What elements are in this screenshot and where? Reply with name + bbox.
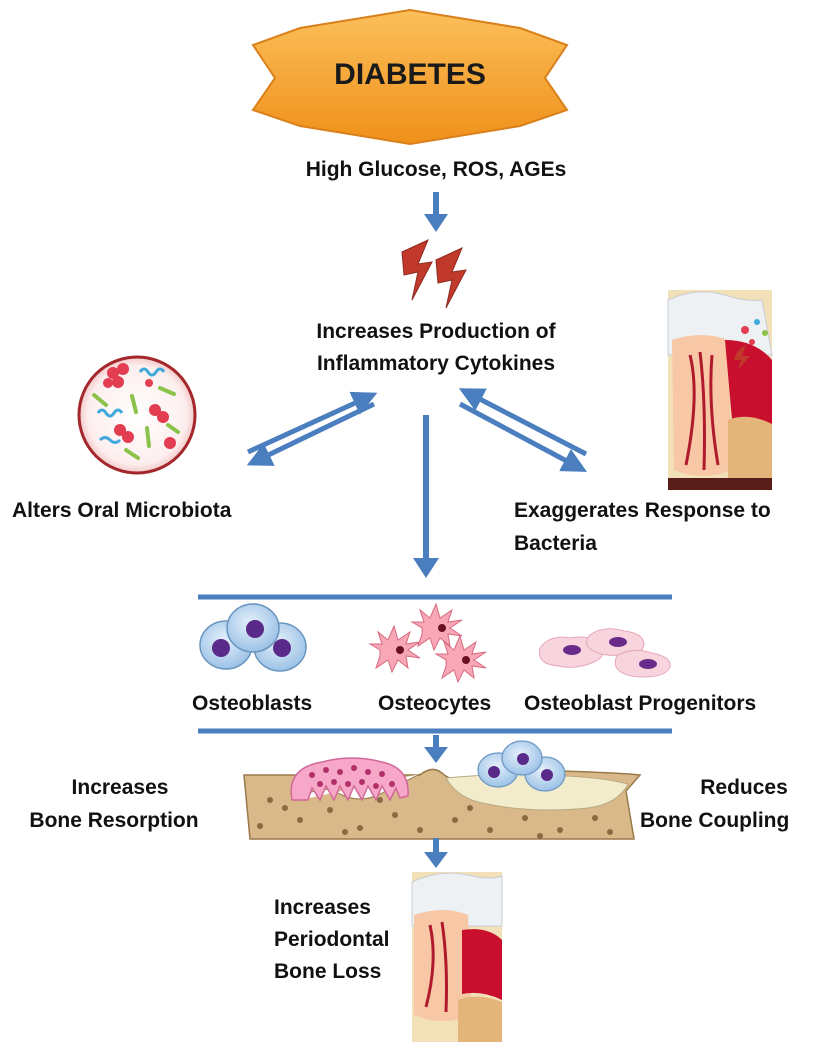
resorption-label-line1: Increases (71, 776, 169, 799)
arrow-cells-to-bone (424, 735, 448, 763)
osteoblast-lining-icon (477, 740, 566, 792)
arrows-cytokines-bacteria (458, 388, 588, 472)
arrow-causes-to-cytokines (424, 192, 448, 232)
bacteria-response-label-line1: Exaggerates Response to (514, 499, 771, 522)
cytokines-label-line2: Inflammatory Cytokines (316, 352, 556, 375)
coupling-label-line1: Reduces (700, 776, 788, 799)
arrows-cytokines-microbiota (246, 391, 378, 466)
bacteria-response-label-line2: Bacteria (514, 532, 597, 555)
arrow-cytokines-to-cells (413, 415, 439, 578)
osteocyte-cells-icon (368, 602, 487, 684)
arrow-bone-to-bone-loss (424, 838, 448, 868)
tooth-bone-loss-icon (411, 872, 503, 1042)
cytokines-label-line1: Increases Production of (316, 320, 556, 343)
osteoclast-icon (290, 757, 409, 802)
osteoblast-cells-icon (199, 603, 307, 672)
tooth-inflamed-icon (667, 290, 773, 490)
diabetes-banner (251, 8, 569, 146)
progenitor-cells-icon (538, 628, 671, 678)
resorption-label-line2: Bone Resorption (29, 809, 199, 832)
bone-loss-label-line1: Increases (274, 896, 371, 919)
causes-label: High Glucose, ROS, AGEs (305, 158, 567, 181)
bone-loss-label-line2: Periodontal (274, 928, 390, 951)
coupling-label-line2: Bone Coupling (640, 809, 790, 832)
bone-loss-label-line3: Bone Loss (274, 960, 382, 983)
progenitors-label: Osteoblast Progenitors (524, 692, 757, 715)
diabetes-title: DIABETES (334, 58, 486, 91)
osteocytes-label: Osteocytes (378, 692, 492, 715)
microbiota-label: Alters Oral Microbiota (12, 499, 232, 522)
bacteria-dish-icon (77, 355, 197, 475)
osteoblasts-label: Osteoblasts (192, 692, 313, 715)
lightning-bolt-icon (401, 239, 467, 309)
